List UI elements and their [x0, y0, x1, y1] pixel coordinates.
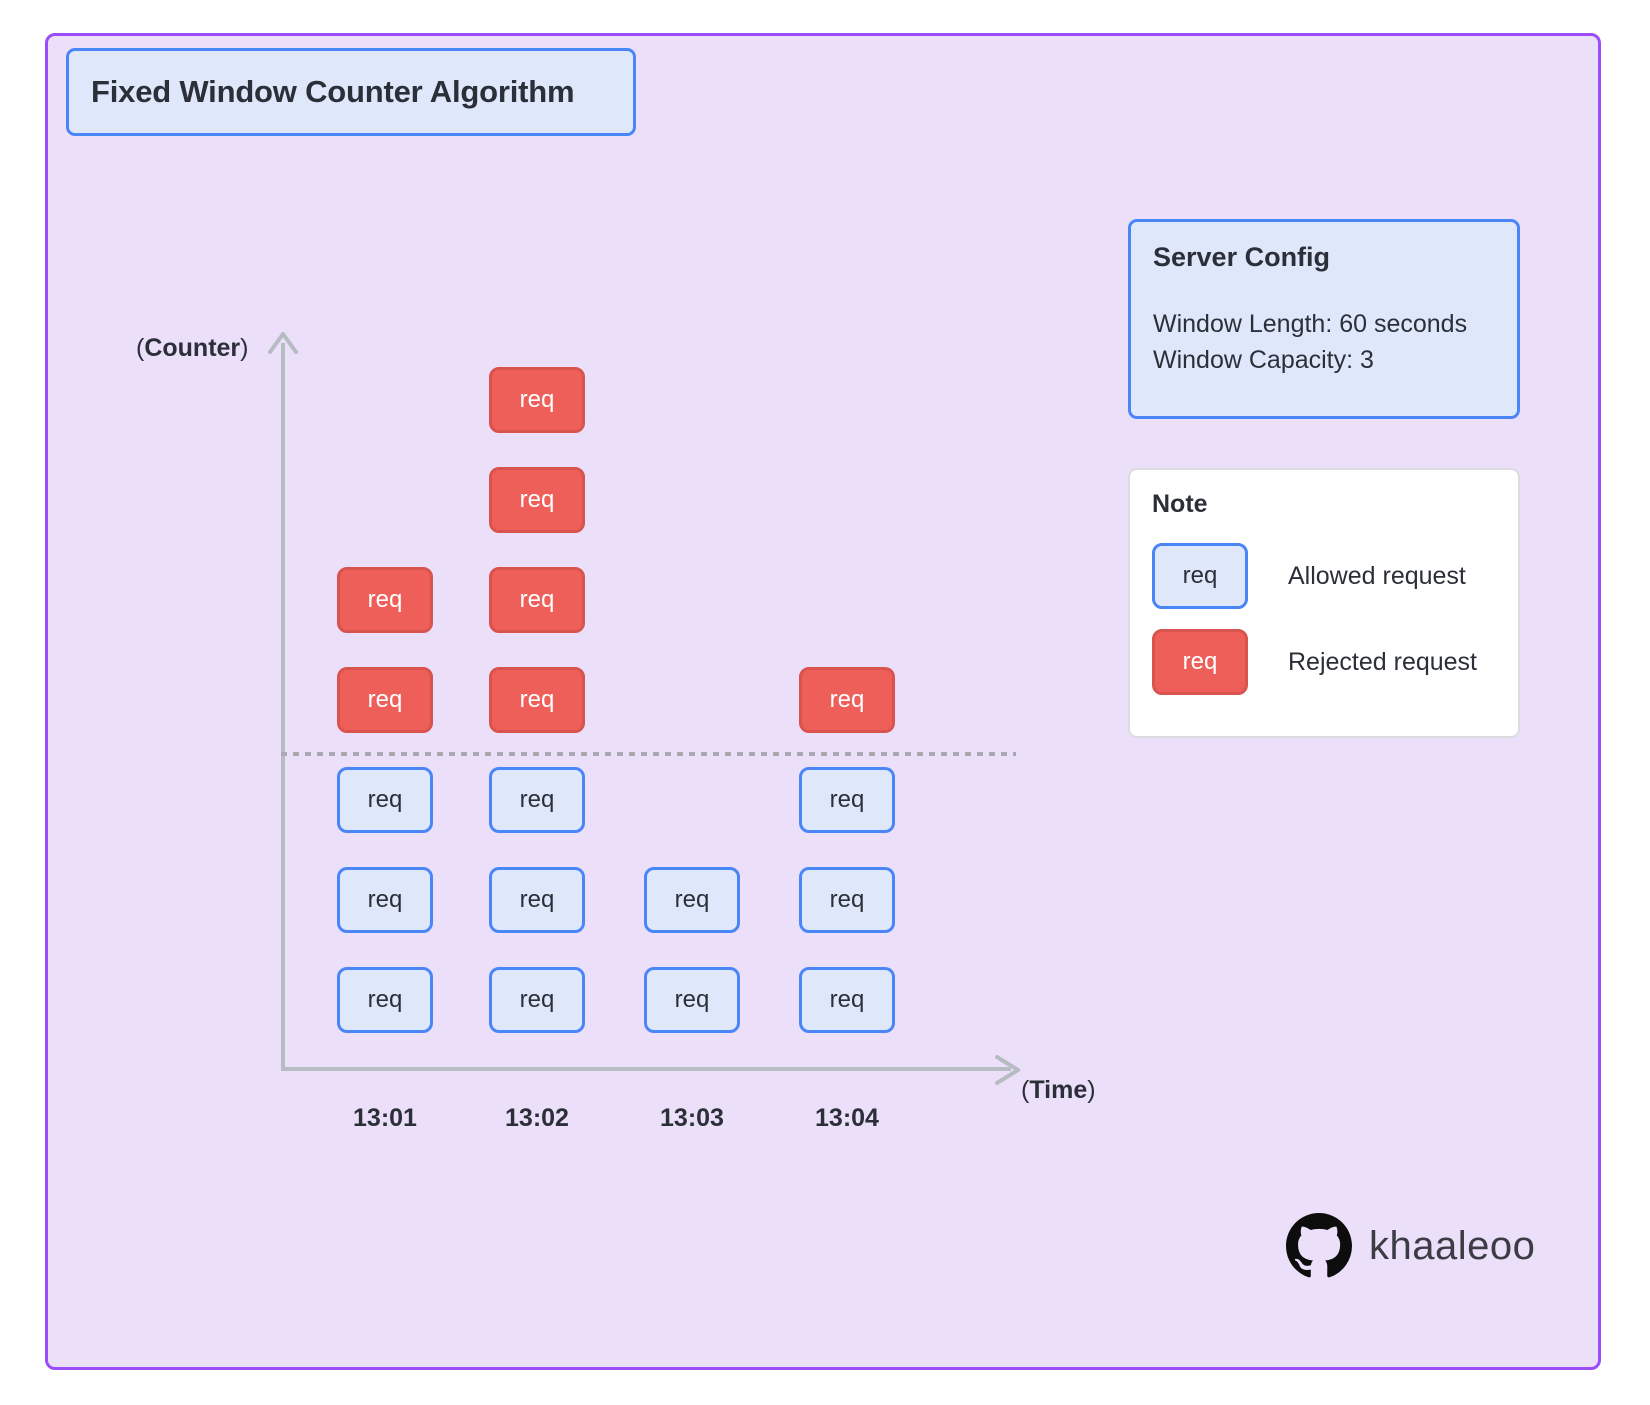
note-legend-panel: Note req Allowed request req Rejected re…	[1128, 468, 1520, 738]
request-box-allowed: req	[489, 867, 585, 933]
request-box-allowed: req	[489, 767, 585, 833]
request-box-allowed: req	[799, 867, 895, 933]
server-config-window-capacity: Window Capacity: 3	[1153, 345, 1374, 374]
request-box-allowed: req	[489, 967, 585, 1033]
x-tick-label: 13:02	[505, 1104, 569, 1132]
y-axis-label: (Counter)	[136, 334, 248, 363]
legend-swatch-allowed: req	[1152, 543, 1248, 609]
request-box-rejected: req	[799, 667, 895, 733]
request-box-allowed: req	[644, 967, 740, 1033]
legend-row-allowed: req Allowed request	[1152, 533, 1496, 619]
x-tick-label: 13:01	[353, 1104, 417, 1132]
x-axis-label: (Time)	[1021, 1076, 1096, 1105]
legend-row-rejected: req Rejected request	[1152, 619, 1496, 705]
y-axis-line	[281, 343, 285, 1071]
request-box-allowed: req	[337, 967, 433, 1033]
watermark: khaaleoo	[1286, 1213, 1535, 1279]
request-box-rejected: req	[489, 467, 585, 533]
note-title: Note	[1152, 490, 1208, 518]
y-axis-label-close: )	[240, 334, 249, 362]
capacity-threshold-line	[281, 752, 1016, 756]
x-axis-arrow-icon	[995, 1055, 1020, 1085]
x-axis-label-text: Time	[1029, 1076, 1088, 1104]
github-icon	[1286, 1213, 1352, 1278]
page-title: Fixed Window Counter Algorithm	[91, 74, 575, 109]
legend-label-rejected: Rejected request	[1288, 647, 1478, 676]
server-config-title: Server Config	[1153, 242, 1331, 272]
request-box-rejected: req	[489, 667, 585, 733]
request-box-rejected: req	[337, 667, 433, 733]
x-axis-label-open: (	[1021, 1076, 1030, 1104]
x-tick-label: 13:03	[660, 1104, 724, 1132]
watermark-text: khaaleoo	[1369, 1223, 1536, 1268]
y-axis-label-text: Counter	[144, 334, 241, 362]
legend-label-allowed: Allowed request	[1288, 561, 1466, 590]
x-axis-line	[281, 1067, 1011, 1071]
diagram-title-box: Fixed Window Counter Algorithm	[66, 48, 636, 136]
request-box-rejected: req	[337, 567, 433, 633]
legend-swatch-rejected: req	[1152, 629, 1248, 695]
y-axis-arrow-icon	[268, 332, 298, 354]
request-box-allowed: req	[337, 867, 433, 933]
request-box-allowed: req	[799, 767, 895, 833]
x-tick-label: 13:04	[815, 1104, 879, 1132]
x-axis-label-close: )	[1087, 1076, 1096, 1104]
server-config-panel: Server Config Window Length: 60 seconds …	[1128, 219, 1520, 419]
diagram-frame: Fixed Window Counter Algorithm (Counter)…	[45, 33, 1601, 1370]
request-box-rejected: req	[489, 367, 585, 433]
y-axis-label-open: (	[136, 334, 145, 362]
request-box-rejected: req	[489, 567, 585, 633]
request-box-allowed: req	[337, 767, 433, 833]
request-box-allowed: req	[644, 867, 740, 933]
server-config-window-length: Window Length: 60 seconds	[1153, 310, 1468, 338]
request-box-allowed: req	[799, 967, 895, 1033]
